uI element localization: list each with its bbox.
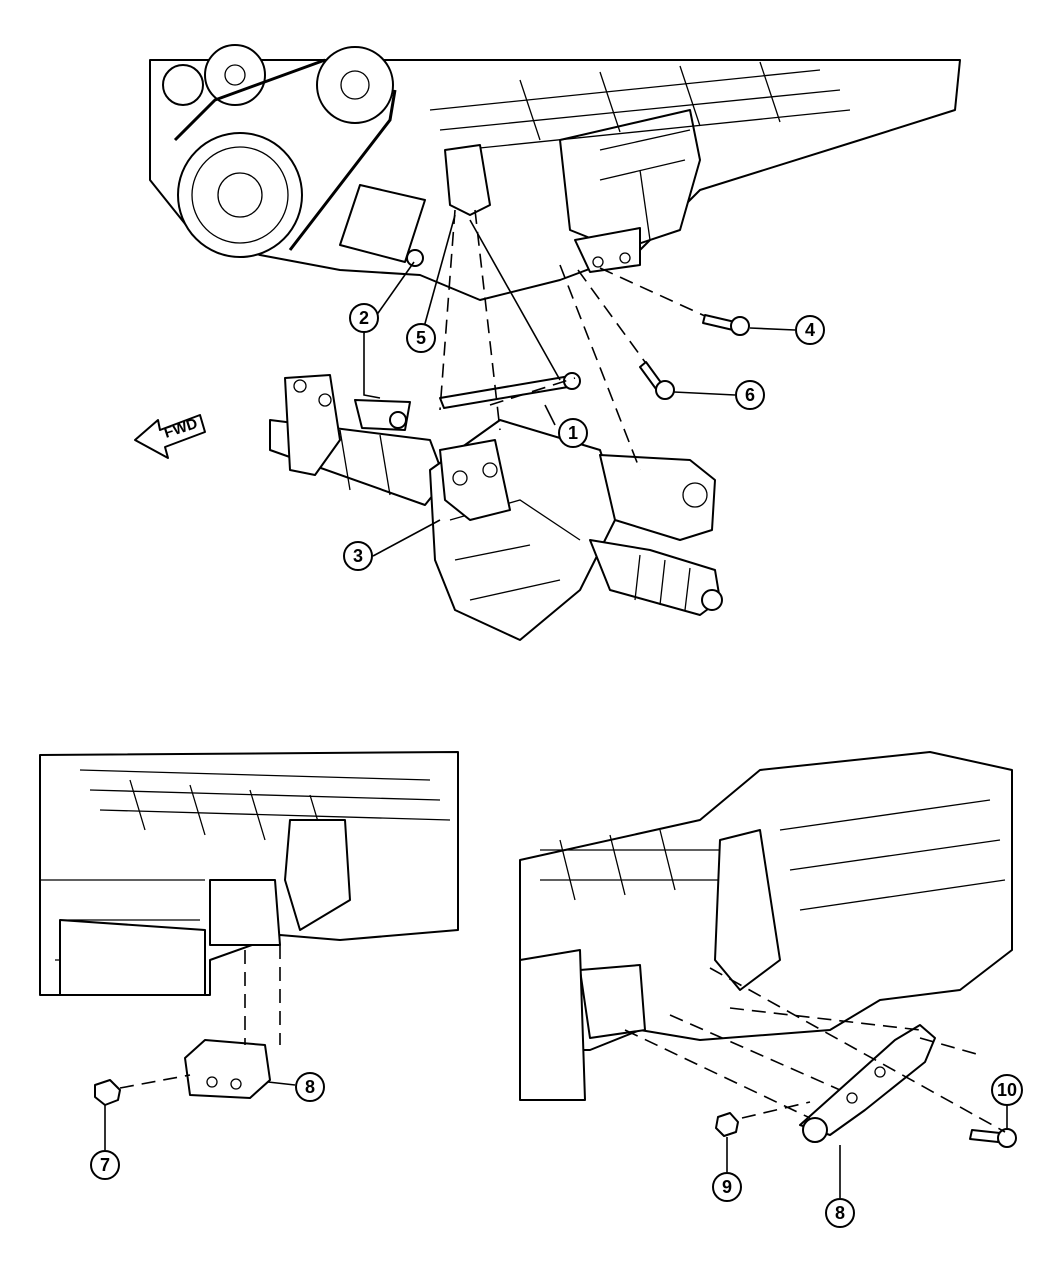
transmission-view-left [39, 751, 459, 996]
callout-10: 10 [991, 1074, 1023, 1106]
callout-2: 2 [349, 303, 379, 333]
callout-10-label: 10 [997, 1080, 1017, 1100]
forward-direction-arrow: FWD [134, 414, 206, 459]
callout-5: 5 [406, 323, 436, 353]
callout-7: 7 [90, 1150, 120, 1180]
callout-2-label: 2 [359, 308, 369, 328]
callout-8-left: 8 [295, 1072, 325, 1102]
front-axle-assembly [269, 372, 723, 641]
callout-7-label: 7 [100, 1155, 110, 1175]
engine-assembly-top [149, 44, 961, 301]
callout-1: 1 [558, 418, 588, 448]
callout-8-right-label: 8 [835, 1203, 845, 1223]
fasteners-top [406, 249, 750, 400]
leader-lines-right [624, 967, 1008, 1198]
leader-lines-left [104, 945, 296, 1150]
callout-8-left-label: 8 [305, 1077, 315, 1097]
callout-5-label: 5 [416, 328, 426, 348]
callout-3: 3 [343, 541, 373, 571]
callout-1-label: 1 [568, 423, 578, 443]
mount-bracket-left [94, 1039, 271, 1106]
callout-4-label: 4 [805, 320, 815, 340]
callout-9-label: 9 [722, 1177, 732, 1197]
callout-3-label: 3 [353, 546, 363, 566]
callout-6: 6 [735, 380, 765, 410]
callout-4: 4 [795, 315, 825, 345]
leader-lines-top [363, 209, 796, 557]
callout-8-right: 8 [825, 1198, 855, 1228]
callout-6-label: 6 [745, 385, 755, 405]
callout-9: 9 [712, 1172, 742, 1202]
transmission-view-right [519, 751, 1013, 1101]
crossmember-mount-right [715, 1024, 1017, 1148]
